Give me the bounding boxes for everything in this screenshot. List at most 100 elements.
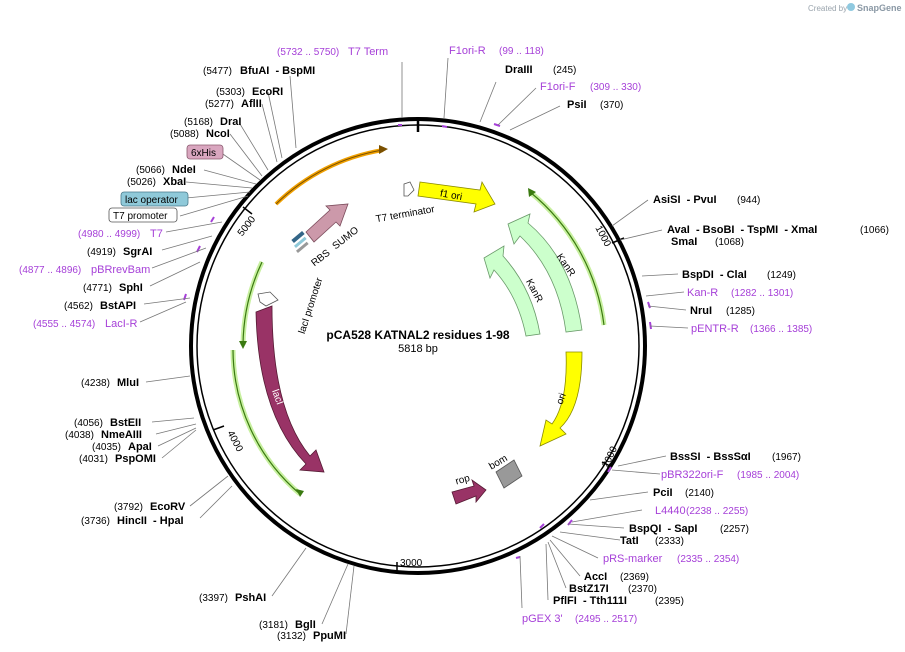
svg-text:(4562): (4562) <box>64 301 93 312</box>
enzyme-bstz17i: BstZ17I <box>569 583 609 595</box>
box-6xhis <box>186 144 224 160</box>
plasmid-size: 5818 bp <box>398 343 438 355</box>
svg-text:(2395): (2395) <box>655 596 684 607</box>
ori-feature[interactable] <box>539 351 583 447</box>
svg-text:(309 .. 330): (309 .. 330) <box>590 82 641 93</box>
primer-prs-marker: pRS-marker <box>603 553 663 565</box>
enzyme-bsteii: BstEII <box>110 417 141 429</box>
svg-text:(5066): (5066) <box>136 165 165 176</box>
t7-terminator-label: T7 terminator <box>375 204 436 225</box>
enzyme-apai: ApaI <box>128 441 152 453</box>
laci-promoter-feature[interactable] <box>257 291 279 307</box>
svg-text:(99 .. 118): (99 .. 118) <box>499 46 544 57</box>
rop-feature[interactable] <box>451 478 487 505</box>
svg-text:(4035): (4035) <box>92 442 121 453</box>
svg-text:(3792): (3792) <box>114 502 143 513</box>
primer-f1ori-f: F1ori-F <box>540 81 576 93</box>
orf-arc-head <box>379 145 388 154</box>
leader-lines-left <box>139 75 355 635</box>
primer-pbrrevbam: pBRrevBam <box>91 264 150 276</box>
svg-text:(3181): (3181) <box>259 620 288 631</box>
enzyme-nrui: NruI <box>690 305 712 317</box>
kanr-feature-1[interactable] <box>507 213 583 333</box>
f1-ori-feature[interactable] <box>417 180 496 213</box>
primer-t7: T7 <box>150 228 163 240</box>
primer-f1ori-r: F1ori-R <box>449 45 486 57</box>
svg-text:5000: 5000 <box>236 214 259 239</box>
svg-text:(1967): (1967) <box>772 452 801 463</box>
enzyme-bstapi: BstAPI <box>100 300 136 312</box>
svg-text:(2495 .. 2517): (2495 .. 2517) <box>575 614 637 625</box>
svg-text:(4980 .. 4999): (4980 .. 4999) <box>78 229 140 240</box>
small-feature-1 <box>291 230 305 244</box>
enzyme-drai: DraI <box>220 116 241 128</box>
svg-text:T7 promoter: T7 promoter <box>113 211 168 222</box>
bom-feature[interactable] <box>495 459 523 489</box>
svg-text:(4056): (4056) <box>74 418 103 429</box>
enzyme-bfuai-bspmi: BfuAI - BspMI <box>240 65 315 77</box>
svg-text:(1249): (1249) <box>767 270 796 281</box>
svg-text:lac operator: lac operator <box>125 195 178 206</box>
svg-text:(4877 .. 4896): (4877 .. 4896) <box>19 265 81 276</box>
svg-text:4000: 4000 <box>225 429 245 454</box>
svg-text:(4555 .. 4574): (4555 .. 4574) <box>33 319 95 330</box>
rbs-label: RBS <box>310 248 333 270</box>
svg-text:(3736): (3736) <box>81 516 110 527</box>
svg-text:(5277): (5277) <box>205 99 234 110</box>
primer-pgex3: pGEX 3' <box>522 613 563 625</box>
svg-text:(5303): (5303) <box>216 87 245 98</box>
svg-text:(4771): (4771) <box>83 283 112 294</box>
enzyme-ppumi: PpuMI <box>313 630 346 642</box>
svg-text:(3132): (3132) <box>277 631 306 642</box>
primer-laci-r: LacI-R <box>105 318 137 330</box>
enzyme-ndei: NdeI <box>172 164 196 176</box>
enzyme-acci: AccI <box>584 571 607 583</box>
primer-marks <box>183 123 652 559</box>
svg-text:(4238): (4238) <box>81 378 110 389</box>
enzyme-bgli: BglI <box>295 619 316 631</box>
svg-text:(5168): (5168) <box>184 117 213 128</box>
leader-lines-right <box>401 57 689 609</box>
svg-text:(2370): (2370) <box>628 584 657 595</box>
svg-text:(4031): (4031) <box>79 454 108 465</box>
enzyme-pspomi: PspOMI <box>115 453 156 465</box>
snapgene-logo-icon <box>847 3 855 11</box>
small-feature-2 <box>293 236 307 249</box>
enzyme-bspdi-clai: BspDI - ClaI <box>682 269 747 281</box>
tick-5000: 5000 <box>236 206 259 239</box>
primer-labels-right: (5732 .. 5750) T7 Term F1ori-R (99 .. 11… <box>277 45 812 625</box>
enzyme-nmeaiii: NmeAIII <box>101 429 142 441</box>
svg-text:(370): (370) <box>600 100 623 111</box>
enzyme-hincii-hpai: HincII - HpaI <box>117 515 184 527</box>
svg-text:(2257): (2257) <box>720 524 749 535</box>
enzyme-sgrai: SgrAI <box>123 246 152 258</box>
enzyme-bspqi-sapi: BspQI - SapI <box>629 523 697 535</box>
svg-text:(4038): (4038) <box>65 430 94 441</box>
svg-text:(5477): (5477) <box>203 66 232 77</box>
enzyme-psii: PsiI <box>567 99 587 111</box>
sumo-label: SUMO <box>331 225 362 252</box>
enzyme-xbai: XbaI <box>163 176 186 188</box>
enzyme-aflii: AflII <box>241 98 262 110</box>
enzyme-smai: SmaI <box>671 236 697 248</box>
plasmid-title: pCA528 KATNAL2 residues 1-98 <box>326 328 509 342</box>
svg-text:(2140): (2140) <box>685 488 714 499</box>
svg-text:(5088): (5088) <box>170 129 199 140</box>
f1-ori-label: f1 ori <box>439 188 463 203</box>
primer-l4440: L4440 <box>655 505 686 517</box>
primer-kan-r: Kan-R <box>687 287 718 299</box>
enzyme-ncoi: NcoI <box>206 128 230 140</box>
enzyme-tati: TatI <box>620 535 639 547</box>
svg-text:6xHis: 6xHis <box>191 148 216 159</box>
sumo-feature[interactable] <box>305 203 349 243</box>
svg-text:(4919): (4919) <box>87 247 116 258</box>
box-lac-operator <box>120 191 189 207</box>
kanr-feature-2[interactable] <box>483 245 541 337</box>
svg-text:(1068): (1068) <box>715 237 744 248</box>
laci-feature[interactable] <box>255 305 325 473</box>
primer-pbr322ori-f: pBR322ori-F <box>661 469 724 481</box>
enzyme-bsssi: BssSI - BssSαI <box>670 451 751 463</box>
enzyme-asisi-pvui: AsiSI - PvuI <box>653 194 717 206</box>
t7-terminator-feature[interactable] <box>403 181 415 197</box>
